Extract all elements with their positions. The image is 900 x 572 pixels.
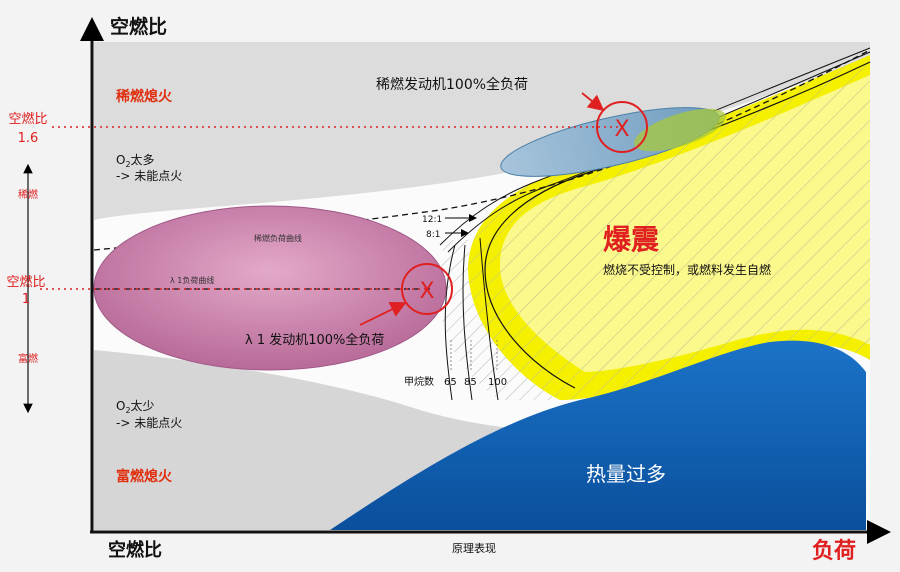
- ratio-16-name: 空燃比: [8, 111, 47, 127]
- lean-word: 稀燃: [18, 188, 38, 201]
- lambda-full-load-circle: [401, 263, 453, 315]
- ratio-8-curve: [447, 51, 871, 253]
- o2-high-label: O2太多: [116, 152, 155, 169]
- lean-engine-label: 稀燃发动机100%全负荷: [376, 76, 528, 93]
- methane-curve-85: [462, 244, 473, 401]
- lambda-engine-ellipse: [93, 205, 447, 371]
- ratio-1-value: 1: [22, 292, 30, 307]
- o2-high-consequence: -> 未能点火: [116, 169, 182, 183]
- knock-boundary-line: [484, 61, 871, 389]
- heat-excess-label: 热量过多: [586, 462, 666, 486]
- ratio-16-value: 1.6: [18, 131, 39, 146]
- lean-engine-green-overlap: [634, 108, 726, 152]
- ratio-12-label: 12:1: [422, 215, 442, 225]
- x-axis-title: 负荷: [812, 539, 856, 564]
- heat-excess-region: [330, 340, 866, 530]
- lambda-engine-arrow: [359, 302, 407, 326]
- lambda-engine-label: λ 1 发动机100%全负荷: [245, 332, 384, 348]
- lean-engine-arrow: [581, 92, 605, 112]
- y-axis-title: 空燃比: [110, 15, 167, 38]
- x-axis-left-label: 空燃比: [108, 539, 162, 561]
- knock-title: 爆震: [603, 223, 660, 256]
- lean-misfire-region: [94, 42, 870, 220]
- methane-number-label: 甲烷数: [404, 375, 434, 388]
- rich-word: 富燃: [18, 352, 38, 365]
- methane-curve-65: [444, 244, 456, 401]
- o2-low-label: O2太少: [116, 398, 155, 415]
- methane-100-label: 100: [488, 377, 507, 388]
- methane-65-label: 65: [444, 377, 457, 388]
- methane-curve-100: [479, 237, 499, 401]
- methane-85-label: 85: [464, 377, 477, 388]
- knock-description: 燃烧不受控制，或燃料发生自燃: [603, 262, 771, 277]
- lean-x-mark: X: [614, 117, 629, 142]
- lean-full-load-circle: [596, 101, 648, 153]
- ratio-1-name: 空燃比: [6, 274, 45, 290]
- lambda-load-curve-label: λ 1负荷曲线: [170, 275, 214, 285]
- diagram-caption: 原理表现: [452, 541, 496, 555]
- o2-low-consequence: -> 未能点火: [116, 416, 182, 430]
- lean-misfire-label: 稀燃熄火: [116, 88, 173, 105]
- knock-inner-hatch: [500, 75, 870, 372]
- ratio-8-label: 8:1: [426, 230, 440, 240]
- lean-load-curve-label: 稀燃负荷曲线: [254, 233, 302, 243]
- rich-misfire-label: 富燃熄火: [116, 468, 173, 485]
- lambda-x-mark: X: [419, 279, 434, 304]
